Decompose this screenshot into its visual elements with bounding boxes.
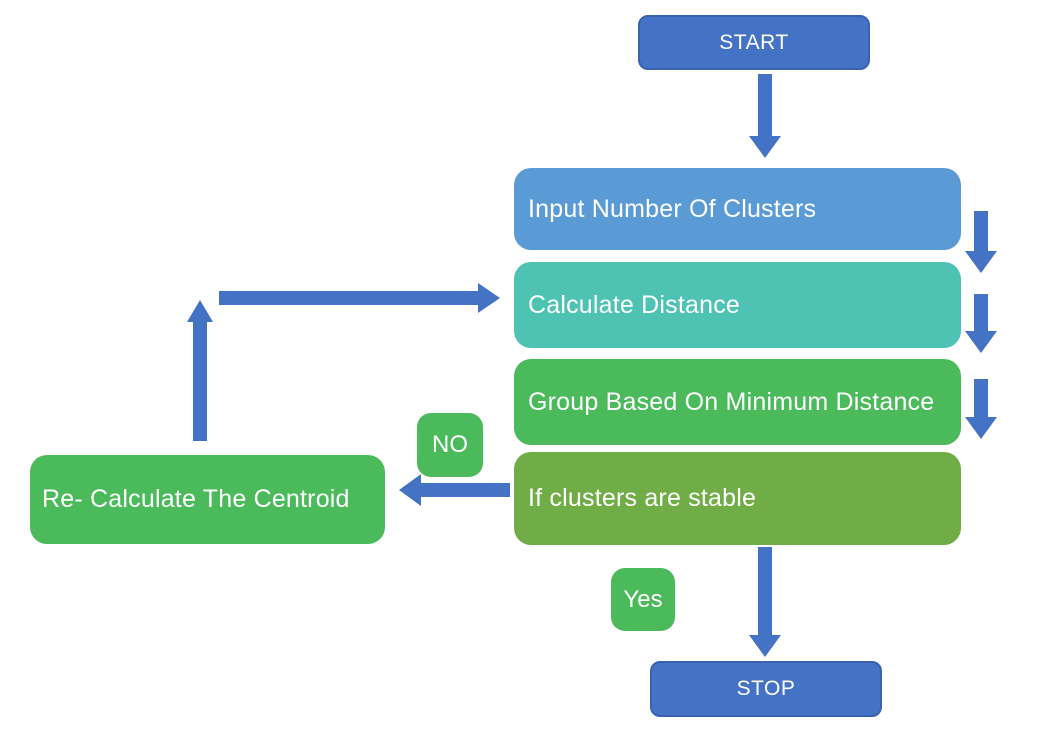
arrow-input-to-calculate	[965, 211, 997, 273]
node-input-clusters-label: Input Number Of Clusters	[528, 194, 817, 223]
node-calculate-distance: Calculate Distance	[514, 262, 961, 348]
node-input-clusters: Input Number Of Clusters	[514, 168, 961, 250]
branch-label-yes: Yes	[611, 568, 675, 631]
arrow-calculate-to-group	[965, 294, 997, 353]
arrow-loop-to-calculate	[219, 283, 500, 313]
arrow-stable-to-stop	[749, 547, 781, 657]
node-group-min-distance: Group Based On Minimum Distance	[514, 359, 961, 445]
arrow-no-to-recalculate	[399, 474, 510, 506]
node-clusters-stable-label: If clusters are stable	[528, 484, 757, 512]
node-clusters-stable: If clusters are stable	[514, 452, 961, 545]
node-group-min-distance-label: Group Based On Minimum Distance	[528, 387, 935, 416]
node-stop-label: STOP	[736, 677, 796, 700]
branch-label-yes-text: Yes	[623, 585, 663, 613]
arrow-start-to-input	[749, 74, 781, 158]
branch-label-no: NO	[417, 413, 483, 477]
node-recalculate-centroid: Re- Calculate The Centroid	[30, 455, 385, 544]
node-calculate-distance-label: Calculate Distance	[528, 290, 741, 319]
node-stop: STOP	[650, 661, 882, 717]
node-start: START	[638, 15, 870, 70]
node-start-label: START	[719, 30, 789, 54]
branch-label-no-text: NO	[432, 431, 468, 458]
arrow-group-to-stable	[965, 379, 997, 439]
arrow-recalculate-loop-up	[187, 300, 213, 441]
node-recalculate-centroid-label: Re- Calculate The Centroid	[42, 485, 350, 513]
